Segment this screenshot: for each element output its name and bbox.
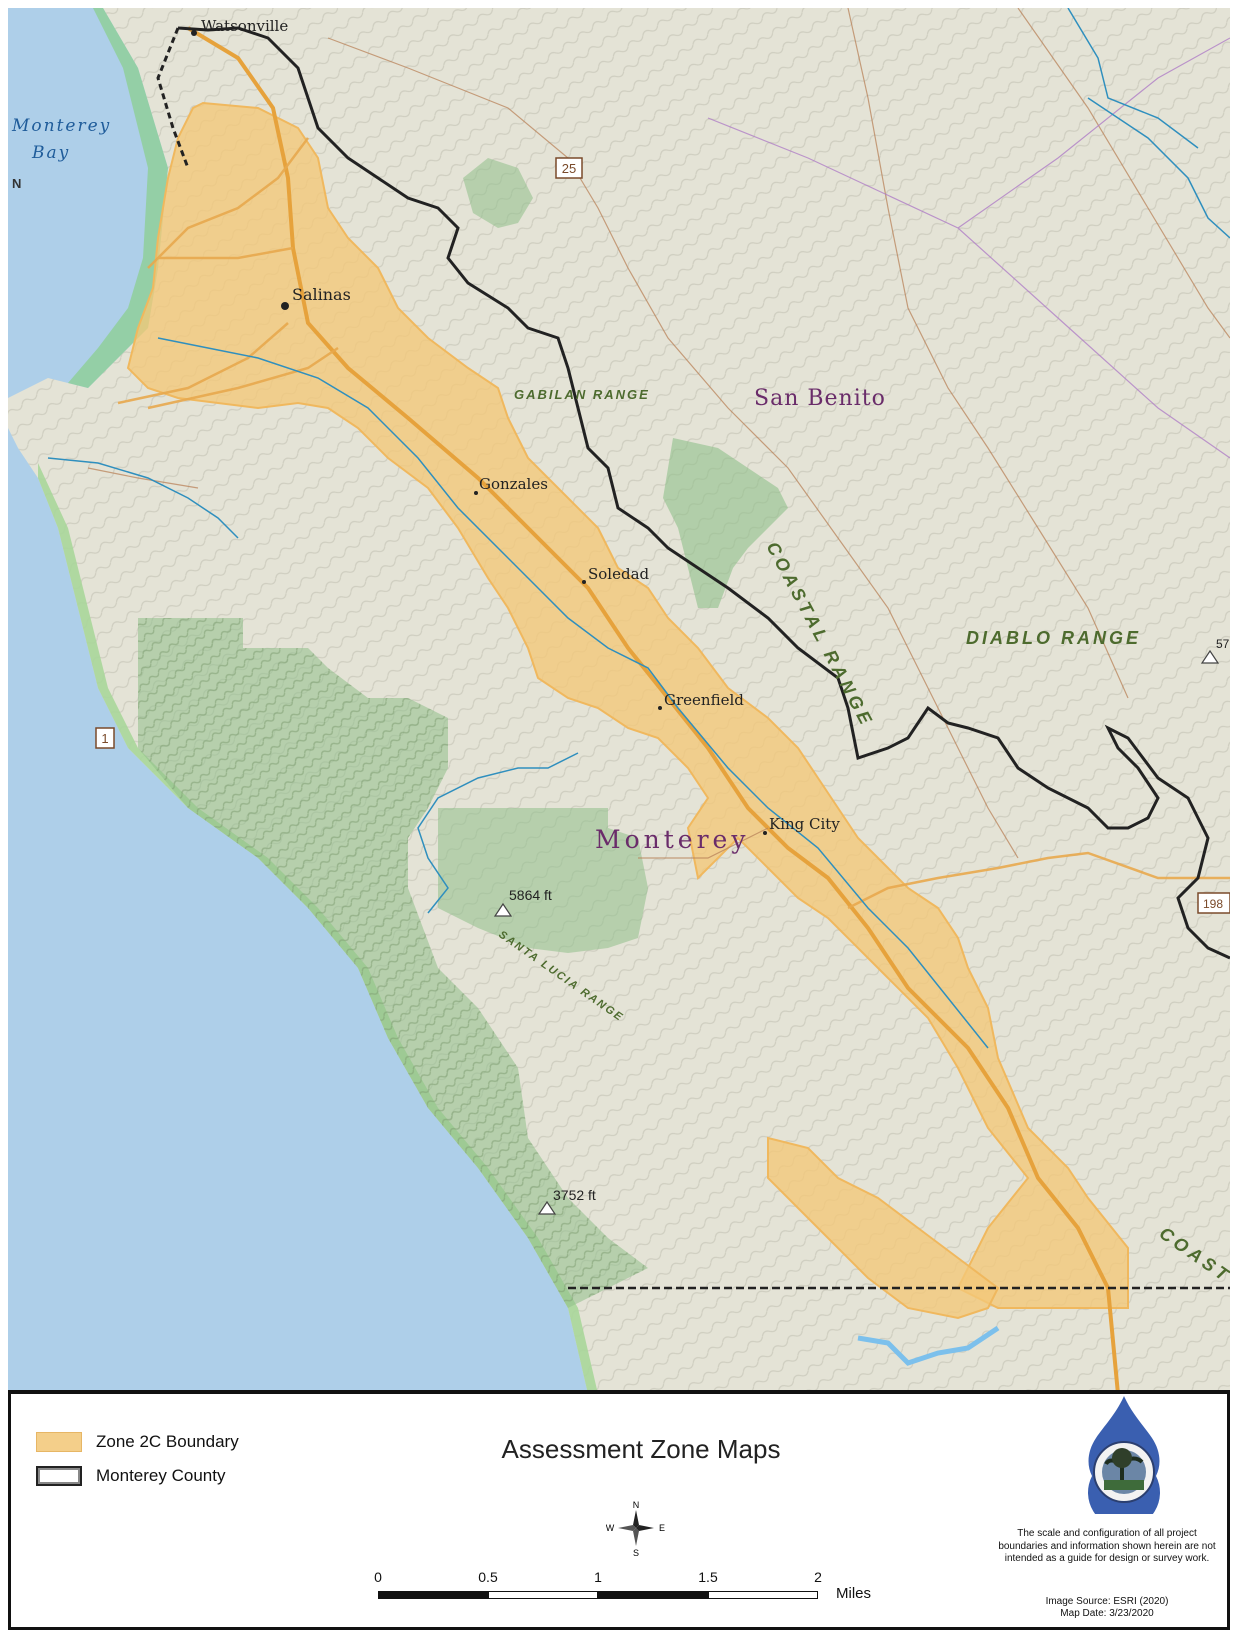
image-source: Image Source: ESRI (2020) [1045,1596,1169,1607]
label-gabilan-range: GABILAN RANGE [514,387,650,402]
compass-e: E [659,1523,665,1533]
route-1-shield: 1 [95,727,115,749]
legend-zone-swatch [36,1432,82,1452]
salinas-river [47,8,1230,1049]
peak-marker-3 [1200,649,1220,664]
route-198-shield: 198 [1197,892,1230,914]
peak-marker-2 [537,1200,557,1215]
legend-county-swatch [36,1466,82,1486]
legend-zone-label: Zone 2C Boundary [96,1432,239,1451]
label-peak-1: 5864 ft [509,887,552,903]
map-date: Map Date: 3/23/2020 [1060,1608,1154,1619]
king-city-dot [763,831,767,835]
peak-marker-1 [493,902,513,917]
forest-texture [138,618,648,1308]
map-title: Assessment Zone Maps [501,1434,781,1464]
admin-lines [707,37,1230,459]
label-soledad: Soledad [588,565,650,583]
compass-w: W [606,1523,615,1533]
scale-tick-1-5: 1.5 [698,1569,718,1585]
compass-n: N [633,1500,640,1510]
county-boundary[interactable] [156,26,1230,1290]
legend-panel: Zone 2C Boundary Monterey County Assessm… [8,1394,1230,1630]
compass-s: S [633,1548,639,1558]
label-diablo-range: DIABLO RANGE [966,628,1141,648]
scale-bar: 0 0.5 1 1.5 2 Miles [374,1569,898,1629]
compass-rose-icon: N S W E [606,1500,665,1558]
scale-tick-2: 2 [814,1569,822,1585]
zone-2c-boundary[interactable] [126,101,1129,1309]
disclaimer-text: The scale and configuration of all proje… [998,1528,1216,1564]
greenfield-dot [658,706,662,710]
soledad-dot [582,580,586,584]
zone-2c-boundary-south[interactable] [767,1136,1000,1320]
source-info: Image Source: ESRI (2020) Map Date: 3/23… [998,1596,1216,1620]
forest-area-central [438,808,648,953]
scale-tick-0-5: 0.5 [478,1569,498,1585]
gonzales-dot [474,491,478,495]
scale-units: Miles [836,1585,872,1602]
label-king-city: King City [769,815,840,833]
svg-text:1: 1 [101,731,108,746]
label-north-edge: N [12,176,21,191]
route-25-shield: 25 [555,157,583,179]
label-greenfield: Greenfield [664,691,744,709]
scale-seg-3 [598,1591,708,1599]
label-monterey-bay-2: Bay [31,143,70,163]
basemap[interactable]: 25 1 198 Watsonville Salinas Gonzales So… [8,8,1230,1394]
scale-seg-1 [378,1591,488,1599]
label-monterey-county: Monterey [595,825,749,854]
minor-roads [87,8,1230,859]
scale-tick-1: 1 [594,1569,602,1585]
label-monterey-bay-1: Monterey [11,116,111,136]
svg-text:25: 25 [562,161,576,176]
local-roads [117,137,1230,910]
svg-text:198: 198 [1203,897,1223,911]
map-panel[interactable]: 25 1 198 Watsonville Salinas Gonzales So… [8,8,1230,1394]
label-watsonville: Watsonville [201,17,288,35]
salinas-dot [281,302,289,310]
label-peak-2: 3752 ft [553,1187,596,1203]
legend-county: Monterey County [36,1466,225,1486]
scale-seg-4 [708,1591,818,1599]
reservoir [857,1325,1000,1366]
scale-seg-2 [488,1591,598,1599]
watsonville-dot [191,30,197,36]
label-gonzales: Gonzales [479,475,548,493]
water-agency-logo-icon [1088,1396,1160,1514]
legend-zone-2c: Zone 2C Boundary [36,1432,239,1452]
label-salinas: Salinas [292,285,351,304]
label-peak-3: 57 [1216,637,1230,651]
north-coast-strip [68,8,168,388]
forest-area-north [463,158,533,228]
legend-county-label: Monterey County [96,1466,226,1485]
scale-tick-0: 0 [374,1569,382,1585]
label-san-benito: San Benito [754,386,886,411]
